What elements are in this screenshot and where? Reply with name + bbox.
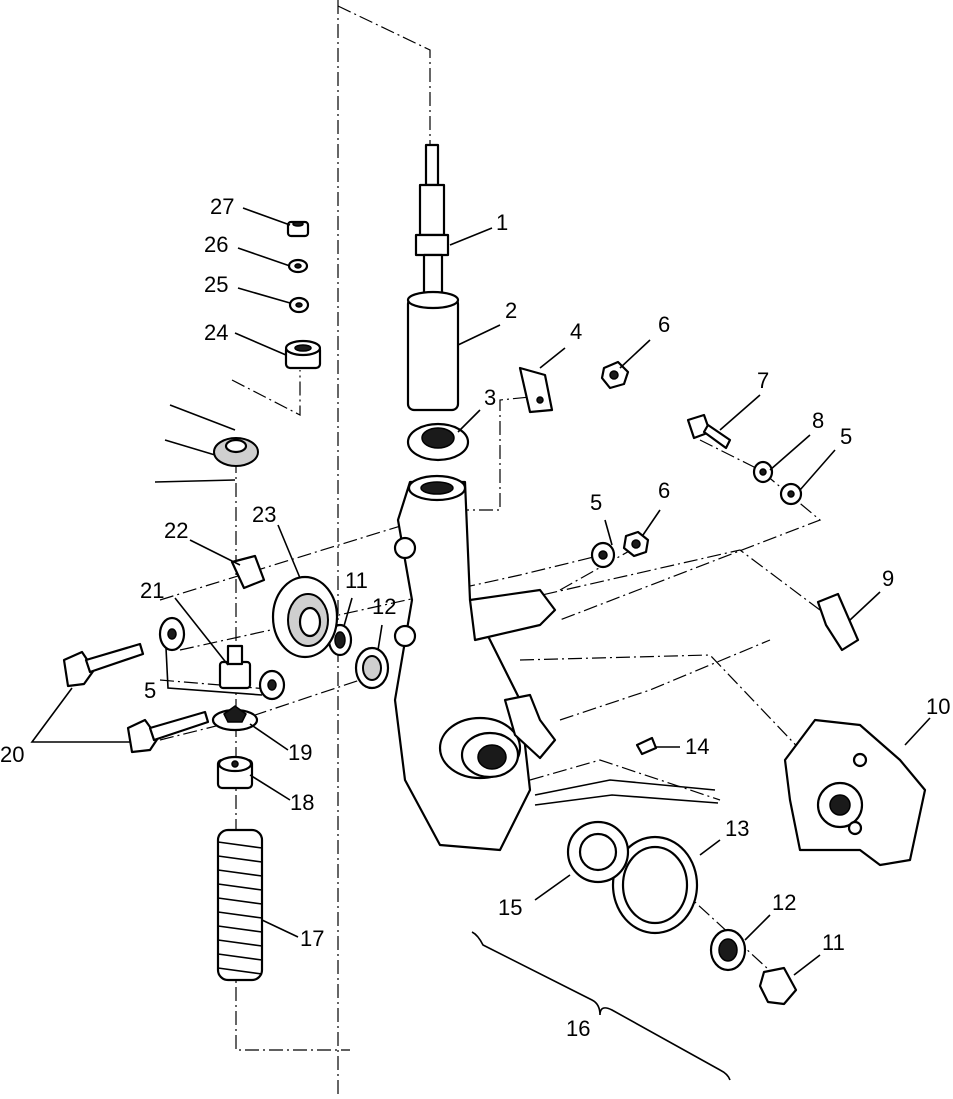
part-fitting-14 — [635, 736, 658, 756]
callout-19: 19 — [288, 740, 312, 765]
callout-6-lower: 6 — [658, 478, 670, 503]
part-caliper-10 — [783, 718, 927, 867]
callout-15: 15 — [498, 895, 522, 920]
part-seal-15 — [566, 820, 630, 884]
part-bolt-7 — [686, 413, 732, 450]
callout-17: 17 — [300, 926, 324, 951]
callout-10: 10 — [926, 694, 950, 719]
callout-leaders — [30, 207, 931, 976]
part-washer-5-left-lower — [258, 669, 286, 701]
part-spindle-knuckle — [393, 474, 557, 852]
callout-22: 22 — [164, 518, 188, 543]
part-fitting-22 — [230, 554, 266, 590]
callout-11-upper: 11 — [345, 568, 368, 593]
part-washer-5-mid — [590, 541, 616, 569]
part-washer-5-right — [779, 482, 803, 506]
callout-6-upper: 6 — [658, 312, 670, 337]
part-washer-19 — [211, 705, 259, 732]
part-strut-body — [406, 290, 460, 412]
part-washer-3 — [406, 422, 470, 462]
brake-line — [534, 779, 719, 806]
part-nut-11-lower — [758, 966, 798, 1006]
part-bolt-20-lower — [126, 710, 210, 754]
callout-2: 2 — [505, 298, 517, 323]
callout-26: 26 — [204, 232, 228, 257]
part-race-12-lower — [709, 928, 747, 972]
part-nut-6-upper — [600, 360, 630, 390]
part-nut-21 — [218, 644, 252, 690]
callout-5-right: 5 — [840, 424, 852, 449]
part-race-13 — [611, 835, 699, 935]
callout-24: 24 — [204, 320, 228, 345]
callout-7: 7 — [757, 368, 769, 393]
callout-4: 4 — [570, 319, 582, 344]
callout-25: 25 — [204, 272, 228, 297]
part-washer-25 — [288, 296, 310, 314]
callout-27: 27 — [210, 194, 234, 219]
callout-8: 8 — [812, 408, 824, 433]
callout-23: 23 — [252, 502, 276, 527]
part-bushing-24 — [284, 339, 322, 370]
callout-20: 20 — [0, 742, 24, 767]
part-strut-shaft — [414, 143, 450, 302]
brace-16 — [471, 931, 731, 1081]
part-washer-5-left-upper — [158, 616, 186, 652]
part-washer-8 — [752, 460, 774, 484]
callout-13: 13 — [725, 816, 749, 841]
callout-3: 3 — [484, 385, 496, 410]
part-bolt-20-upper — [62, 642, 145, 688]
part-washer-26 — [287, 258, 309, 274]
part-nut-6-lower — [622, 530, 650, 558]
callout-9: 9 — [882, 566, 894, 591]
part-nut-18 — [216, 755, 254, 790]
callout-11-lower: 11 — [822, 930, 845, 955]
callout-12-lower: 12 — [772, 890, 796, 915]
callout-14: 14 — [685, 734, 709, 759]
callout-1: 1 — [496, 210, 508, 235]
part-bracket-4 — [518, 366, 554, 414]
callout-labels: 1 2 3 4 6 7 8 5 5 6 9 10 11 12 13 14 15 … — [0, 194, 950, 1041]
callout-18: 18 — [290, 790, 314, 815]
callout-5-left: 5 — [144, 678, 156, 703]
frame-bracket-fragment — [154, 404, 259, 483]
callout-16: 16 — [566, 1016, 590, 1041]
part-nut-27 — [286, 220, 310, 238]
part-spring-17 — [216, 828, 264, 982]
part-seal-23 — [271, 575, 339, 659]
callout-5-mid: 5 — [590, 490, 602, 515]
part-pad-9 — [816, 592, 860, 652]
callout-12-upper: 12 — [372, 594, 396, 619]
part-race-12-upper — [354, 646, 390, 690]
callout-21: 21 — [140, 578, 164, 603]
